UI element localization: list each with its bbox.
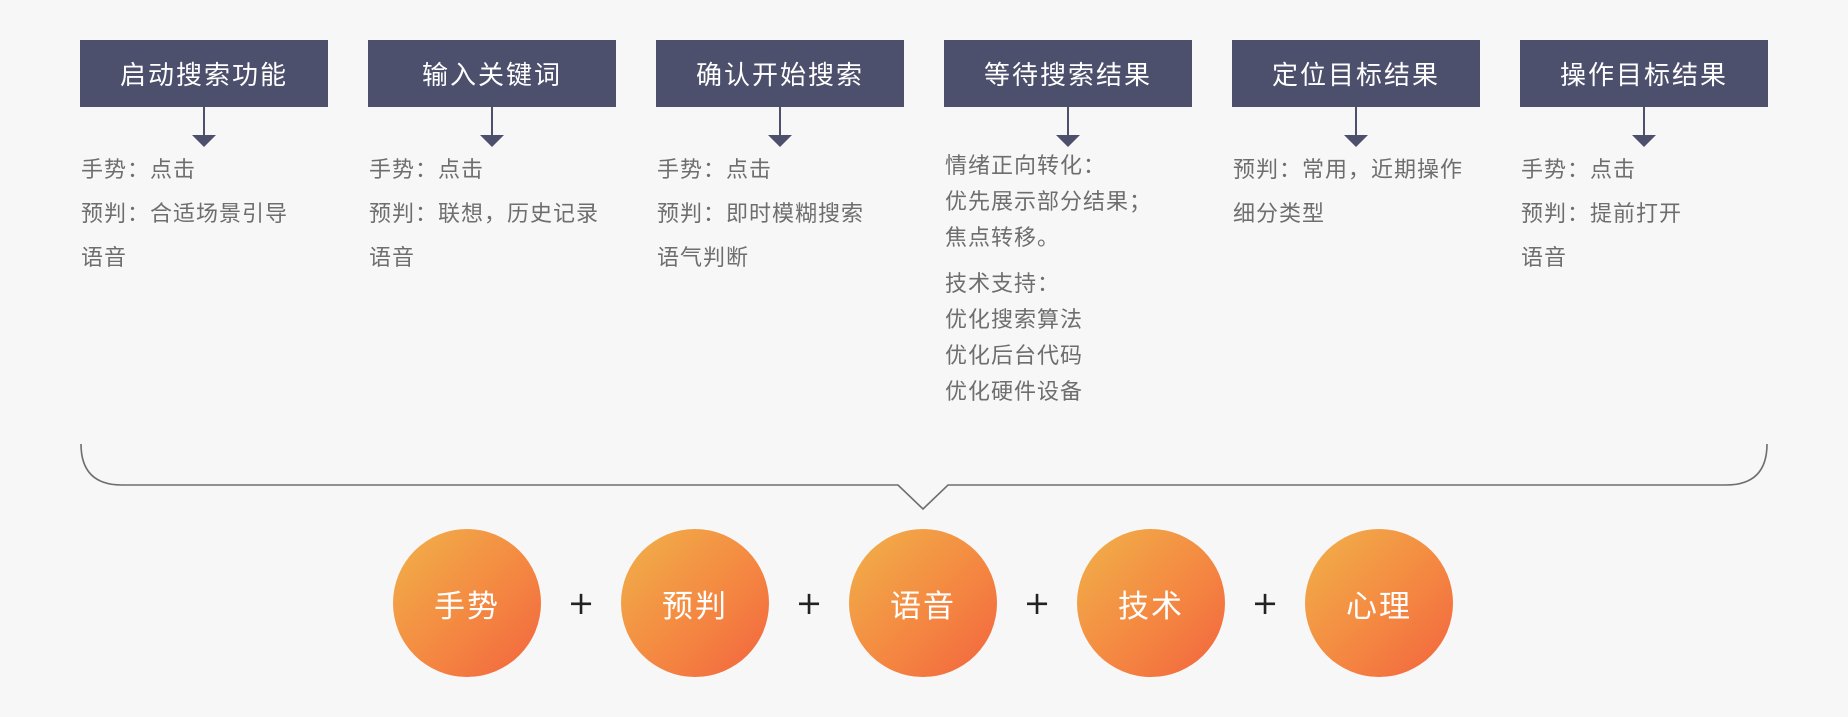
step-title-box: 操作目标结果 [1520, 40, 1768, 107]
step-title: 确认开始搜索 [695, 61, 864, 91]
step-title-box: 启动搜索功能 [80, 40, 328, 107]
desc-line: 手势：点击 [369, 158, 485, 183]
desc-line: 预判：常用，近期操作 [1233, 158, 1464, 183]
plus-sign: + [795, 584, 823, 622]
desc-line: 优先展示部分结果； [945, 190, 1153, 215]
step-description: 手势：点击 预判：即时模糊搜索 语气判断 [656, 149, 904, 281]
down-arrow-icon [1520, 107, 1768, 149]
desc-line: 预判：提前打开 [1521, 202, 1683, 227]
step-5: 定位目标结果 预判：常用，近期操作 细分类型 [1232, 40, 1480, 237]
plus-sign: + [1023, 584, 1051, 622]
desc-line: 情绪正向转化： [945, 154, 1107, 179]
factor-circle-prediction: 预判 [621, 529, 769, 677]
down-arrow-icon [944, 107, 1192, 149]
factor-circle-psychology: 心理 [1305, 529, 1453, 677]
step-title: 操作目标结果 [1559, 61, 1728, 91]
step-1: 启动搜索功能 手势：点击 预判：合适场景引导 语音 [80, 40, 328, 281]
plus-sign: + [567, 584, 595, 622]
desc-line: 细分类型 [1233, 202, 1326, 227]
down-arrow-icon [368, 107, 616, 149]
step-description: 手势：点击 预判：联想，历史记录 语音 [368, 149, 616, 281]
down-arrow-icon [1232, 107, 1480, 149]
desc-line: 优化后台代码 [945, 344, 1084, 369]
step-description: 预判：常用，近期操作 细分类型 [1232, 149, 1480, 237]
desc-line: 优化硬件设备 [945, 380, 1084, 405]
step-title-box: 等待搜索结果 [944, 40, 1192, 107]
factor-circle-voice: 语音 [849, 529, 997, 677]
desc-line: 手势：点击 [657, 158, 773, 183]
desc-line: 预判：联想，历史记录 [369, 202, 600, 227]
desc-line: 语音 [369, 246, 416, 271]
desc-line: 焦点转移。 [945, 226, 1061, 251]
desc-line: 语气判断 [657, 246, 750, 271]
step-title: 定位目标结果 [1271, 61, 1440, 91]
factor-circle-gesture: 手势 [393, 529, 541, 677]
step-description: 手势：点击 预判：提前打开 语音 [1520, 149, 1768, 281]
step-title: 输入关键词 [421, 61, 562, 91]
desc-line: 语音 [1521, 246, 1568, 271]
desc-line: 预判：合适场景引导 [81, 202, 289, 227]
step-description: 手势：点击 预判：合适场景引导 语音 [80, 149, 328, 281]
step-title-box: 输入关键词 [368, 40, 616, 107]
down-arrow-icon [656, 107, 904, 149]
step-title: 等待搜索结果 [983, 61, 1152, 91]
step-description: 情绪正向转化： 优先展示部分结果； 焦点转移。 技术支持： 优化搜索算法 优化后… [944, 149, 1192, 411]
factor-row: 手势 + 预判 + 语音 + 技术 + 心理 [393, 529, 1453, 677]
down-arrow-icon [80, 107, 328, 149]
step-title-box: 定位目标结果 [1232, 40, 1480, 107]
step-2: 输入关键词 手势：点击 预判：联想，历史记录 语音 [368, 40, 616, 281]
factor-circle-technology: 技术 [1077, 529, 1225, 677]
desc-line: 手势：点击 [81, 158, 197, 183]
step-6: 操作目标结果 手势：点击 预判：提前打开 语音 [1520, 40, 1768, 281]
step-4: 等待搜索结果 情绪正向转化： 优先展示部分结果； 焦点转移。 技术支持： 优化搜… [944, 40, 1192, 411]
desc-line: 预判：即时模糊搜索 [657, 202, 865, 227]
step-3: 确认开始搜索 手势：点击 预判：即时模糊搜索 语气判断 [656, 40, 904, 281]
step-title: 启动搜索功能 [119, 61, 288, 91]
desc-line: 手势：点击 [1521, 158, 1637, 183]
plus-sign: + [1251, 584, 1279, 622]
step-title-box: 确认开始搜索 [656, 40, 904, 107]
desc-line: 优化搜索算法 [945, 308, 1084, 333]
desc-line: 语音 [81, 246, 128, 271]
desc-line: 技术支持： [945, 272, 1061, 297]
